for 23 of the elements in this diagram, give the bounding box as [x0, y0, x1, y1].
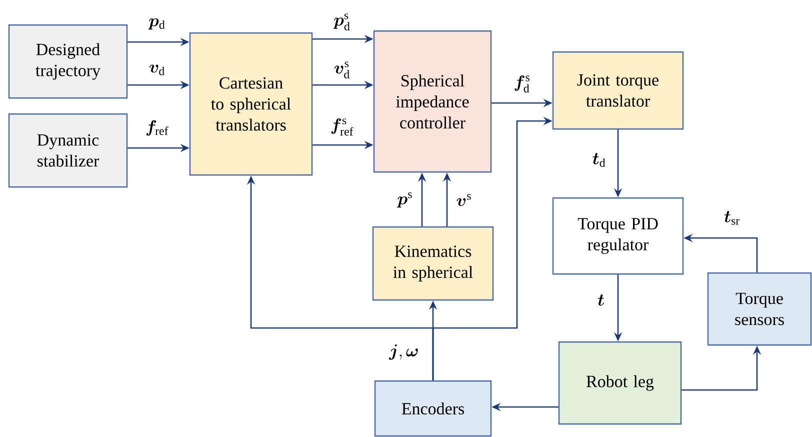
edge-label: $\bm{t}$ [598, 294, 604, 306]
process-box: Torque PID regulator [552, 197, 684, 275]
edge-label: $\bm{v}_{\mathrm{d}}^{\mathrm{s}}$ [334, 62, 350, 78]
edge-label: $\bm{f}_{\mathrm{ref}}^{\mathrm{s}}$ [331, 118, 354, 136]
edge-label: $\bm{j}, \bm{\omega}$ [388, 344, 418, 360]
edge-label: $\bm{v}_{\mathrm{d}}$ [149, 64, 164, 76]
process-box: Cartesian to spherical translators [189, 32, 313, 176]
edge-label: $\bm{p}^{\mathrm{s}}$ [396, 192, 412, 208]
process-box: Torque sensors [707, 272, 812, 346]
edge-label: $\bm{t}_{\mathrm{sr}}$ [724, 211, 740, 225]
process-box: Encoders [374, 380, 492, 437]
process-box: Dynamic stabilizer [8, 113, 128, 188]
edge-label: $\bm{f}_{\mathrm{ref}}$ [146, 120, 168, 136]
edge-label: $\bm{f}_{\mathrm{d}}^{\mathrm{s}}$ [514, 75, 530, 92]
edge-label: $\bm{v}^{\mathrm{s}}$ [456, 194, 471, 206]
edge-label: $\bm{p}_{\mathrm{d}}$ [148, 18, 165, 30]
process-box: Robot leg [558, 341, 682, 425]
edge-label: $\bm{p}_{\mathrm{d}}^{\mathrm{s}}$ [333, 14, 350, 30]
process-box: Spherical impedance controller [373, 30, 492, 173]
process-box: Joint torque translator [552, 51, 684, 130]
process-box: Kinematics in spherical [372, 226, 494, 301]
process-box: Designed trajectory [8, 24, 128, 99]
edge-label: $\bm{t}_{\mathrm{d}}$ [592, 153, 606, 167]
